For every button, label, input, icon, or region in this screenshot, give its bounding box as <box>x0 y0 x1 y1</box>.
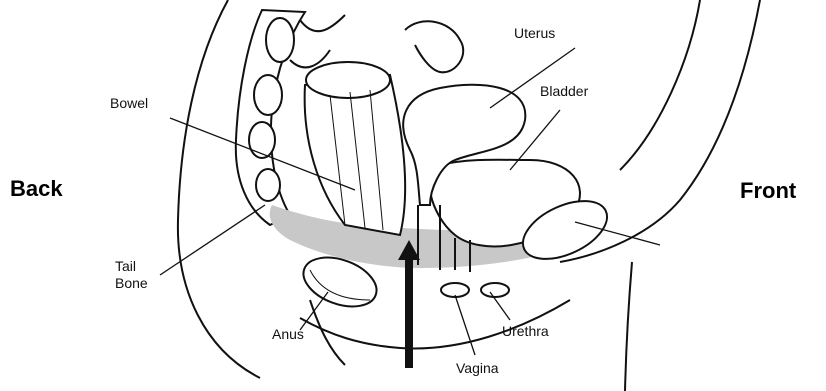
urethra-label: Urethra <box>502 323 549 339</box>
vagina-label: Vagina <box>456 360 499 376</box>
uterus-label: Uterus <box>514 25 555 41</box>
back-label: Back <box>10 176 63 202</box>
bowel-shape <box>305 62 406 235</box>
tail-bone-label: Tail Bone <box>115 258 148 292</box>
ovary-tube <box>405 21 463 72</box>
bowel-label: Bowel <box>110 95 148 111</box>
bladder-label: Bladder <box>540 83 588 99</box>
anus-label: Anus <box>272 326 304 342</box>
front-label: Front <box>740 178 796 204</box>
